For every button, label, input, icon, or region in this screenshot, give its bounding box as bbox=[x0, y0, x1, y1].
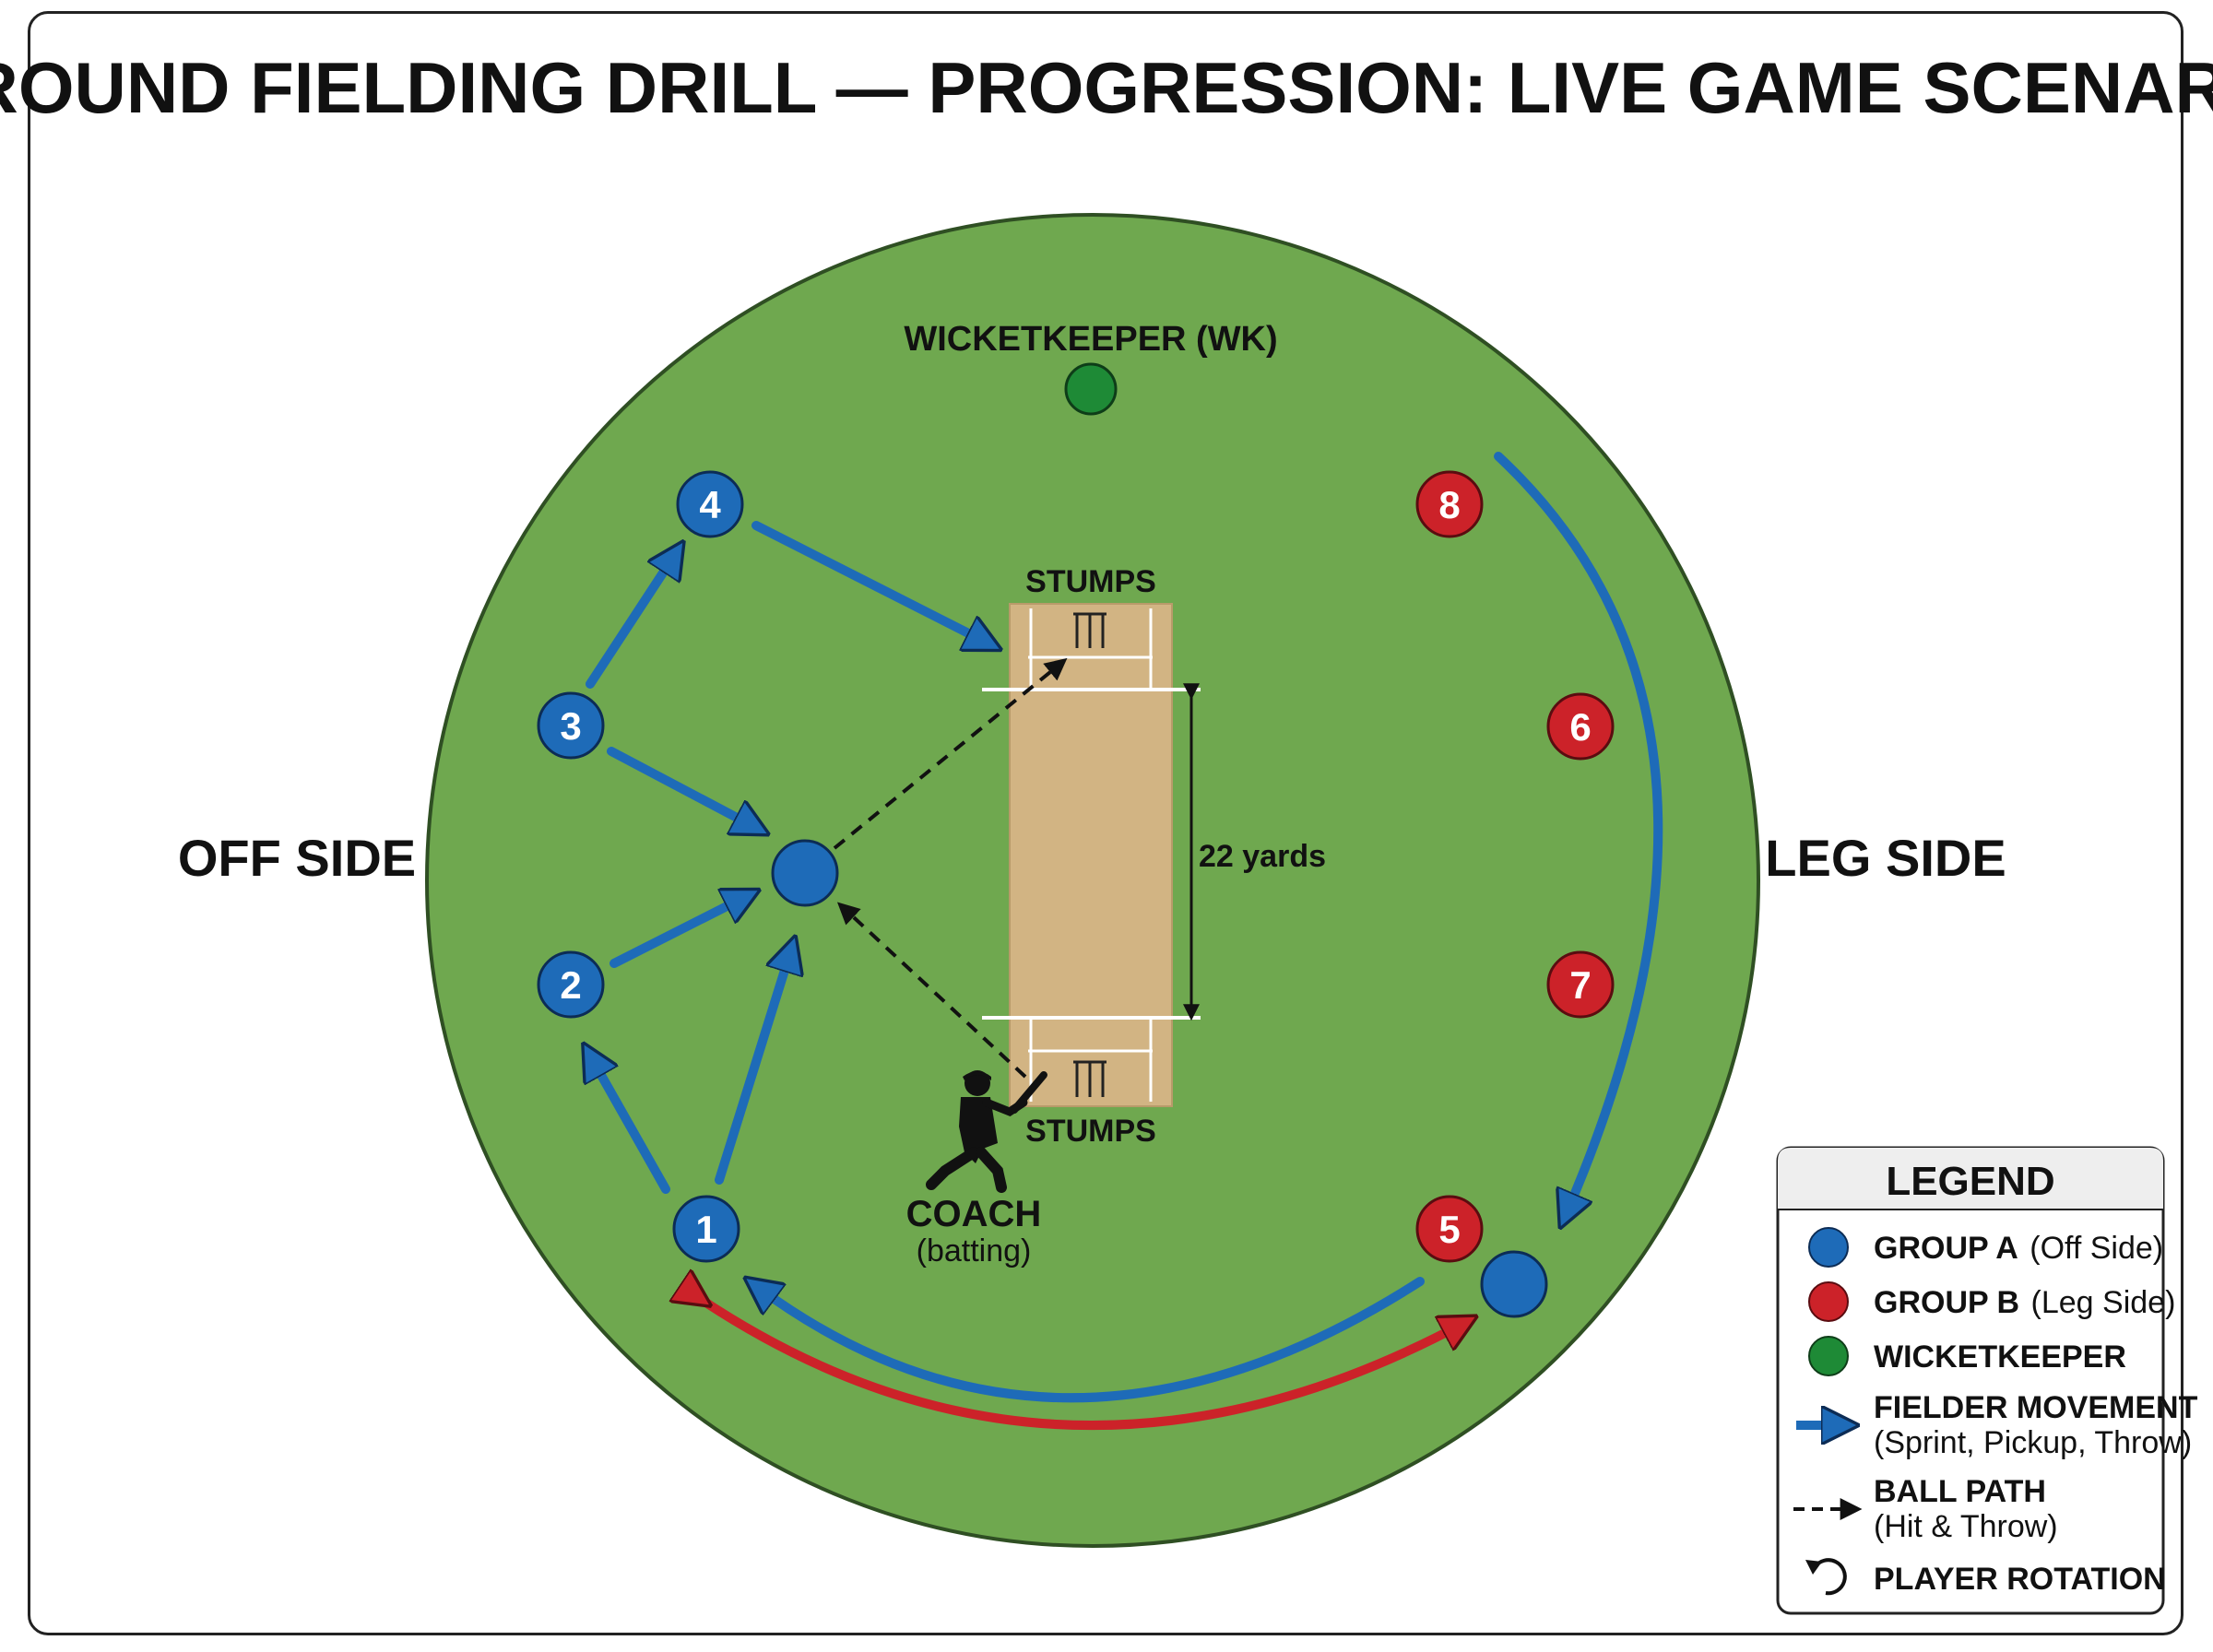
fielder-4-number: 4 bbox=[699, 483, 721, 526]
arrow-3-to-target bbox=[607, 747, 756, 828]
fielder-1[interactable]: 1 bbox=[672, 1195, 740, 1263]
off-side-target-marker[interactable] bbox=[771, 839, 839, 907]
coach-label: COACH bbox=[906, 1194, 1042, 1234]
fielder-5[interactable]: 5 bbox=[1415, 1195, 1484, 1263]
legend-fielder-movement: FIELDER MOVEMENT bbox=[1874, 1390, 2198, 1425]
pitch bbox=[982, 603, 1201, 1107]
batsman-silhouette-icon bbox=[926, 1070, 1047, 1193]
legend: LEGEND GROUP A (Off Side) GROUP B (Leg S… bbox=[1776, 1146, 2198, 1615]
legend-group-a: GROUP A (Off Side) bbox=[1874, 1231, 2163, 1266]
pitch-length-label: 22 yards bbox=[1199, 839, 1326, 874]
legend-player-rotation: PLAYER ROTATION bbox=[1874, 1562, 2166, 1597]
ball-path-coach-to-target bbox=[836, 902, 1027, 1079]
legend-fielder-movement-sub: (Sprint, Pickup, Throw) bbox=[1874, 1425, 2192, 1460]
legend-title: LEGEND bbox=[1886, 1159, 2054, 1204]
legend-group-b-marker bbox=[1808, 1281, 1849, 1322]
fielder-7-number: 7 bbox=[1569, 963, 1591, 1007]
fielder-2-number: 2 bbox=[560, 963, 581, 1007]
legend-ball-path: BALL PATH bbox=[1874, 1474, 2046, 1509]
ball-paths bbox=[833, 657, 1068, 1079]
arrow-4-to-stumps bbox=[751, 521, 988, 643]
arrow-red-rotation bbox=[699, 1298, 1464, 1431]
stumps-icon-bottom bbox=[1073, 1060, 1106, 1097]
fielder-2[interactable]: 2 bbox=[537, 950, 605, 1019]
fielder-5-number: 5 bbox=[1438, 1208, 1460, 1251]
rotation-arrow-red bbox=[699, 1298, 1464, 1431]
fielder-4[interactable]: 4 bbox=[676, 470, 744, 538]
stumps-label-top: STUMPS bbox=[1025, 564, 1156, 599]
wicketkeeper-marker[interactable] bbox=[1064, 362, 1118, 416]
stumps-icon-top bbox=[1073, 612, 1106, 648]
coach-role-label: (batting) bbox=[917, 1233, 1032, 1268]
fielder-3-number: 3 bbox=[560, 704, 581, 748]
fielder-3[interactable]: 3 bbox=[537, 691, 605, 760]
arrow-1-to-2 bbox=[590, 1056, 670, 1194]
legend-wicketkeeper: WICKETKEEPER bbox=[1874, 1339, 2126, 1375]
legend-group-a-marker bbox=[1808, 1227, 1849, 1268]
legend-wicketkeeper-marker bbox=[1808, 1336, 1849, 1376]
fielder-8[interactable]: 8 bbox=[1415, 470, 1484, 538]
fielder-1-number: 1 bbox=[695, 1208, 716, 1251]
fielder-6-number: 6 bbox=[1569, 705, 1591, 749]
leg-side-label: LEG SIDE bbox=[1765, 829, 2006, 887]
fielder-8-number: 8 bbox=[1438, 483, 1460, 526]
arrow-1-to-target bbox=[715, 950, 791, 1185]
stumps-label-bottom: STUMPS bbox=[1025, 1114, 1156, 1149]
arrow-3-to-4 bbox=[586, 553, 676, 689]
rotation-arrow-icon bbox=[1805, 1558, 1847, 1596]
legend-ball-path-sub: (Hit & Throw) bbox=[1874, 1509, 2058, 1544]
leg-side-target-marker[interactable] bbox=[1480, 1250, 1548, 1318]
off-side-label: OFF SIDE bbox=[178, 829, 416, 887]
fielder-6[interactable]: 6 bbox=[1546, 692, 1615, 761]
legend-group-b: GROUP B (Leg Side) bbox=[1874, 1285, 2175, 1320]
fielder-7[interactable]: 7 bbox=[1546, 950, 1615, 1019]
arrow-8-to-leg-target bbox=[1494, 452, 1663, 1215]
ball-path-target-to-stumps bbox=[833, 657, 1068, 850]
wicketkeeper-label: WICKETKEEPER (WK) bbox=[904, 320, 1277, 359]
arrow-2-to-target bbox=[609, 896, 747, 968]
diagram-title: GROUND FIELDING DRILL — PROGRESSION: LIV… bbox=[0, 47, 2213, 128]
